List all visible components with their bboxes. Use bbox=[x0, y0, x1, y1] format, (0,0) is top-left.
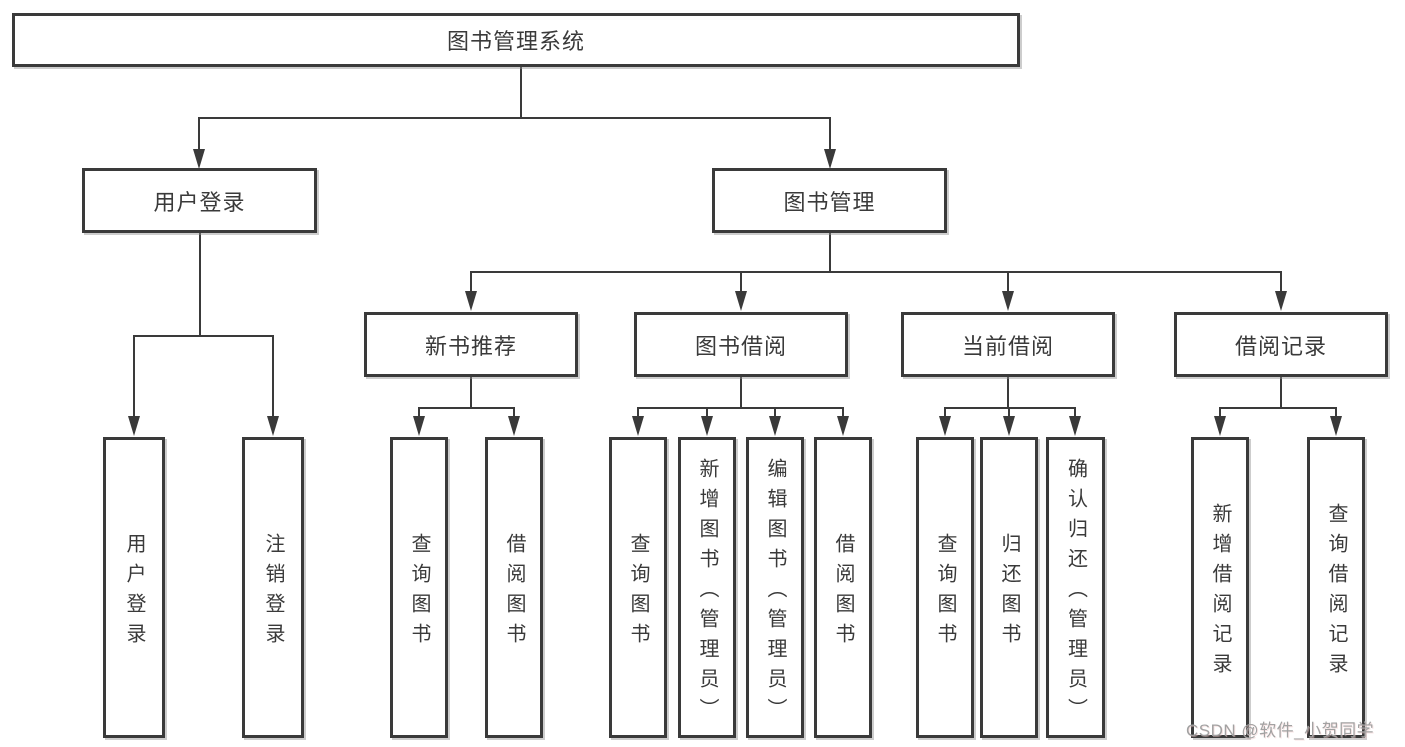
node-new-book-recommend: 新书推荐 bbox=[364, 312, 578, 377]
node-root-system: 图书管理系统 bbox=[12, 13, 1020, 67]
leaf-add-borrow-record-label: 新增借阅记录 bbox=[1209, 502, 1231, 683]
leaf-query-books-recommend-label: 查询图书 bbox=[408, 532, 430, 653]
leaf-query-borrow-record-label: 查询借阅记录 bbox=[1325, 502, 1347, 683]
node-borrow-records-label: 借阅记录 bbox=[1234, 333, 1327, 359]
leaf-confirm-return-admin-label: 确认归还（管理员） bbox=[1064, 457, 1087, 728]
node-root-label: 图书管理系统 bbox=[446, 29, 585, 54]
node-book-borrow-label: 图书借阅 bbox=[694, 333, 787, 359]
leaf-query-books-current: 查询图书 bbox=[916, 437, 974, 738]
node-book-borrow: 图书借阅 bbox=[634, 312, 848, 377]
node-user-login-label: 用户登录 bbox=[153, 189, 246, 215]
node-borrow-records: 借阅记录 bbox=[1174, 312, 1388, 377]
node-book-management: 图书管理 bbox=[712, 168, 947, 233]
leaf-return-books-label: 归还图书 bbox=[998, 532, 1020, 653]
leaf-query-books-recommend: 查询图书 bbox=[390, 437, 448, 738]
leaf-user-login: 用户登录 bbox=[103, 437, 165, 738]
leaf-query-books-current-label: 查询图书 bbox=[934, 532, 956, 653]
node-current-borrow-label: 当前借阅 bbox=[961, 333, 1054, 359]
leaf-borrow-books-recommend: 借阅图书 bbox=[485, 437, 543, 738]
leaf-borrow-books-label: 借阅图书 bbox=[832, 532, 854, 653]
node-user-login: 用户登录 bbox=[82, 168, 317, 233]
leaf-edit-books-admin-label: 编辑图书（管理员） bbox=[764, 457, 786, 728]
leaf-logout-label: 注销登录 bbox=[262, 532, 284, 653]
leaf-edit-books-admin: 编辑图书（管理员） bbox=[746, 437, 804, 738]
leaf-return-books: 归还图书 bbox=[980, 437, 1038, 738]
leaf-add-borrow-record: 新增借阅记录 bbox=[1191, 437, 1249, 738]
node-current-borrow: 当前借阅 bbox=[901, 312, 1115, 377]
leaf-query-borrow-record: 查询借阅记录 bbox=[1307, 437, 1365, 738]
leaf-logout: 注销登录 bbox=[242, 437, 304, 738]
leaf-borrow-books: 借阅图书 bbox=[814, 437, 872, 738]
csdn-watermark: CSDN @软件_小贺同学 bbox=[1186, 721, 1375, 740]
leaf-user-login-label: 用户登录 bbox=[123, 532, 145, 653]
leaf-add-books-admin-label: 新增图书（管理员） bbox=[696, 457, 718, 728]
leaf-borrow-books-recommend-label: 借阅图书 bbox=[503, 532, 525, 653]
leaf-query-books-borrow: 查询图书 bbox=[609, 437, 667, 738]
node-book-management-label: 图书管理 bbox=[783, 189, 876, 215]
leaf-confirm-return-admin: 确认归还（管理员） bbox=[1046, 437, 1105, 738]
leaf-add-books-admin: 新增图书（管理员） bbox=[678, 437, 736, 738]
node-new-book-recommend-label: 新书推荐 bbox=[424, 333, 517, 359]
leaf-query-books-borrow-label: 查询图书 bbox=[627, 532, 649, 653]
